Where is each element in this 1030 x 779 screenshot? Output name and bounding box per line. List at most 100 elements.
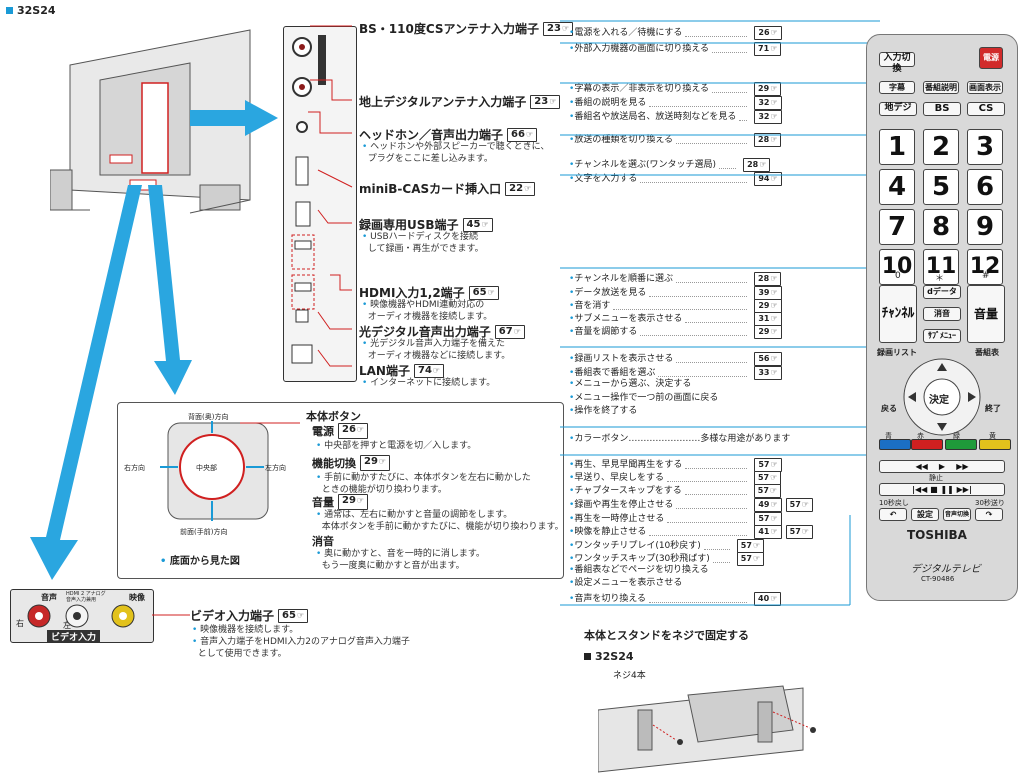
- green-button[interactable]: [945, 439, 977, 450]
- jimaku-button[interactable]: 字幕: [879, 81, 915, 94]
- leader-dots: [676, 276, 748, 283]
- feature-text: チャンネルを選ぶ(ワンタッチ選局): [574, 159, 717, 170]
- hash-label: #: [982, 271, 990, 281]
- number-button-9[interactable]: 9: [967, 209, 1003, 245]
- bullet-icon: •: [569, 300, 575, 311]
- playback-row-2[interactable]: |◀◀ ■ ❚❚ ▶▶|: [879, 483, 1005, 496]
- number-button-4[interactable]: 4: [879, 169, 915, 205]
- ref-badge: 56☞: [754, 352, 782, 366]
- number-button-1[interactable]: 1: [879, 129, 915, 165]
- leader-dots: [712, 556, 730, 563]
- leader-dots: [649, 100, 748, 107]
- feature-text: 番組表で番組を選ぶ: [574, 367, 656, 378]
- playback-row-1[interactable]: ◀◀ ▶ ▶▶: [879, 460, 1005, 473]
- number-button-8[interactable]: 8: [923, 209, 959, 245]
- bullet-icon: •: [569, 313, 575, 324]
- ref-badge: 28☞: [743, 158, 771, 172]
- body-btn-mute-desc: • 奥に動かすと、音を一時的に消します。 もう一度奥に動かすと音が出ます。: [316, 549, 485, 571]
- bullet-icon: •: [569, 273, 575, 284]
- body-btn-power-desc: • 中央部を押すと電源を切／入します。: [316, 441, 477, 451]
- bullet-icon: •: [569, 526, 575, 537]
- fix-model: 32S24: [584, 650, 634, 663]
- feature-row: • 番組表などでページを切り換える: [569, 565, 709, 576]
- number-button-10[interactable]: 10: [879, 249, 915, 285]
- cs-button[interactable]: CS: [967, 102, 1005, 116]
- bullet-icon: •: [569, 513, 575, 524]
- number-button-2[interactable]: 2: [923, 129, 959, 165]
- leader-dots: [667, 516, 748, 523]
- dpad[interactable]: [902, 357, 982, 437]
- leader-dots: [676, 137, 748, 144]
- feature-text: 番組の説明を見る: [574, 97, 647, 108]
- number-button-3[interactable]: 3: [967, 129, 1003, 165]
- settings-button[interactable]: 設定: [911, 508, 939, 521]
- leader-dots: [649, 290, 748, 297]
- feature-text: 番組表などでページを切り換える: [574, 565, 709, 575]
- power-button[interactable]: 電源: [979, 47, 1003, 69]
- submenu-button[interactable]: ｻﾌﾞﾒﾆｭｰ: [923, 329, 961, 343]
- red-button[interactable]: [911, 439, 943, 450]
- audio-label: 音声: [41, 593, 57, 602]
- program-info-button[interactable]: 番組説明: [923, 81, 959, 94]
- feature-text: チャンネルを順番に選ぶ: [574, 273, 674, 284]
- leader-dots: [676, 356, 748, 363]
- leader-dots: [649, 529, 748, 536]
- ref-badge: 28☞: [754, 133, 782, 147]
- channel-rocker[interactable]: ﾁｬﾝﾈﾙ: [879, 285, 917, 343]
- blue-button[interactable]: [879, 439, 911, 450]
- panel-leader-lines: [308, 25, 353, 367]
- screen-display-button[interactable]: 画面表示: [967, 81, 1003, 94]
- back-button[interactable]: 戻る: [881, 404, 897, 413]
- number-button-12[interactable]: 12: [967, 249, 1003, 285]
- bullet-icon: •: [569, 134, 575, 145]
- replay-button[interactable]: ↶: [879, 508, 907, 521]
- bs-button[interactable]: BS: [923, 102, 961, 116]
- leader-dots: [719, 162, 737, 169]
- feature-text: 放送の種類を切り換える: [574, 134, 674, 145]
- leader-dots: [712, 86, 748, 93]
- chideji-button[interactable]: 地デジ: [879, 102, 917, 116]
- leader-dots: [658, 370, 748, 377]
- leader-dots: [684, 488, 747, 495]
- feature-text: 録画や再生を停止させる: [574, 499, 674, 510]
- video-input-title: ビデオ入力: [47, 630, 101, 643]
- ref-badge: 66☞: [507, 127, 538, 142]
- video-input-desc: • 映像機器を接続します。• 音声入力端子をHDMI入力2のアナログ音声入力端子…: [192, 625, 410, 659]
- bullet-icon: •: [569, 499, 575, 510]
- feature-text: 再生、早見早聞再生をする: [574, 459, 683, 470]
- ref-badge: 57☞: [785, 498, 813, 512]
- skip-button[interactable]: ↷: [975, 508, 1003, 521]
- bullet-icon: •: [569, 111, 575, 122]
- d-data-button[interactable]: dデータ: [923, 285, 961, 299]
- volume-rocker[interactable]: 音量: [967, 285, 1005, 343]
- feature-text: 早送り、早戻しをする: [574, 472, 664, 483]
- input-switch-button[interactable]: 入力切換: [879, 52, 915, 74]
- feature-text: 再生を一時停止させる: [574, 513, 665, 524]
- feature-text: カラーボタン……………………多様な用途があります: [574, 434, 791, 444]
- exit-button[interactable]: 終了: [985, 404, 1001, 413]
- leader-dots: [640, 329, 748, 336]
- leader-dots: [712, 46, 748, 53]
- feature-text: 録画リストを表示させる: [574, 353, 674, 364]
- star-label: ＊: [935, 274, 945, 284]
- audio-switch-button[interactable]: 音声切換: [943, 508, 971, 521]
- mute-button[interactable]: 消音: [923, 307, 961, 321]
- model-tag: 32S24: [6, 4, 56, 17]
- red-label: 赤: [917, 432, 924, 440]
- leader-dots: [685, 462, 748, 469]
- ref-badge: 32☞: [754, 96, 782, 110]
- number-button-5[interactable]: 5: [923, 169, 959, 205]
- blue-label: 青: [885, 432, 892, 440]
- number-button-11[interactable]: 11: [923, 249, 959, 285]
- feature-text: ワンタッチリプレイ(10秒戻す): [574, 540, 701, 551]
- number-button-7[interactable]: 7: [879, 209, 915, 245]
- yellow-button[interactable]: [979, 439, 1011, 450]
- ok-button[interactable]: 決定: [929, 395, 949, 406]
- number-button-6[interactable]: 6: [967, 169, 1003, 205]
- screws-label: ネジ4本: [613, 671, 646, 681]
